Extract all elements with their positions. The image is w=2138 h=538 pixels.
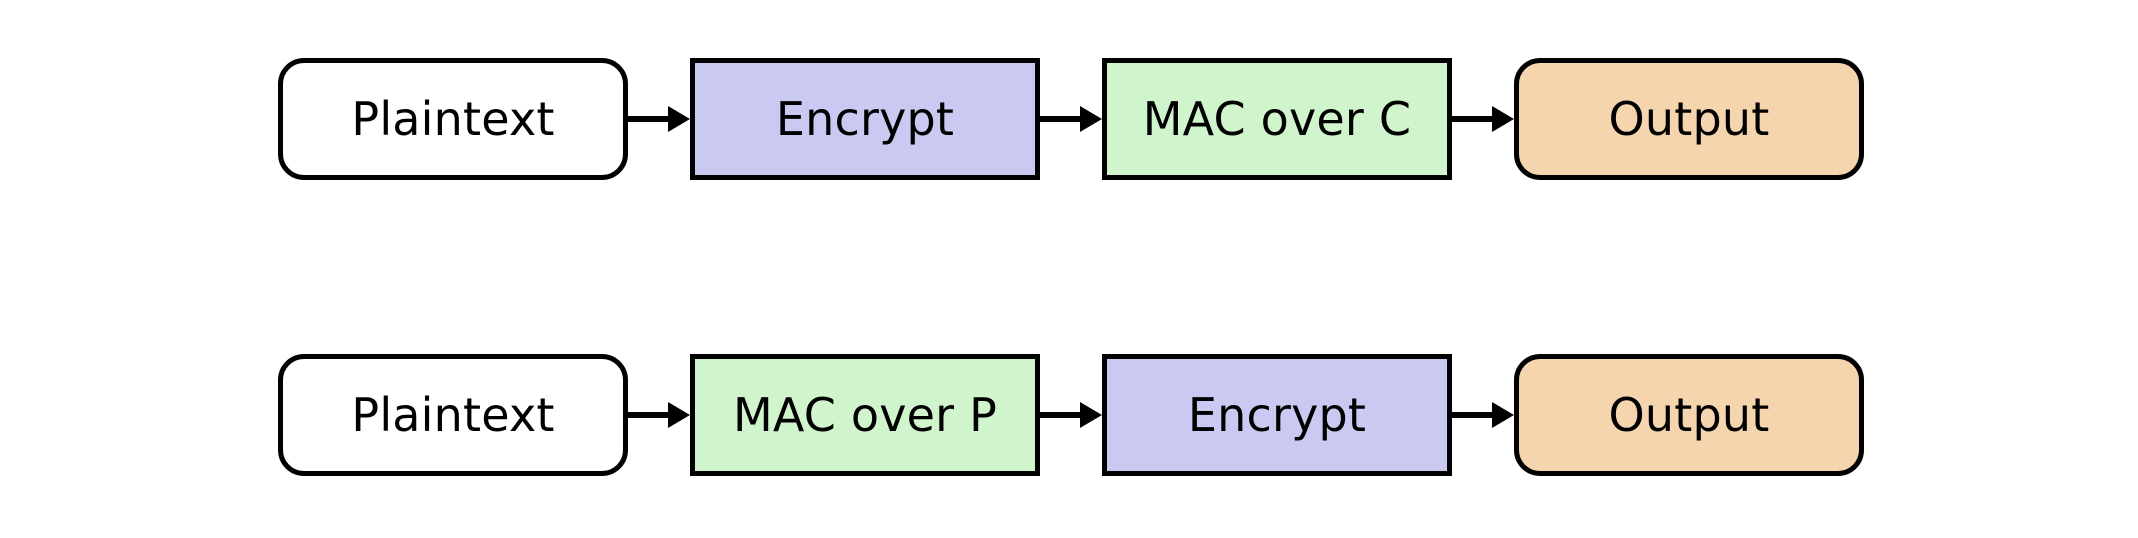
node-plaintext[interactable]: Plaintext — [278, 58, 628, 180]
node-mac[interactable]: MAC over P — [690, 354, 1040, 476]
arrow-right-icon — [1452, 106, 1514, 132]
arrow-head — [668, 106, 690, 132]
arrow-head — [1492, 106, 1514, 132]
arrow-right-icon — [1040, 106, 1102, 132]
arrow-head — [668, 402, 690, 428]
node-label: MAC over P — [732, 388, 998, 442]
arrow-head — [1080, 402, 1102, 428]
arrow-shaft — [1040, 116, 1084, 122]
node-output[interactable]: Output — [1514, 354, 1864, 476]
node-label: Plaintext — [351, 92, 555, 146]
arrow-shaft — [1040, 412, 1084, 418]
node-label: Plaintext — [351, 388, 555, 442]
node-label: Encrypt — [1187, 388, 1367, 442]
node-label: Output — [1608, 388, 1770, 442]
arrow-right-icon — [1040, 402, 1102, 428]
arrow-shaft — [1452, 116, 1496, 122]
arrow-shaft — [628, 116, 672, 122]
pipeline-row-encrypt-then-mac: Plaintext Encrypt MAC over C Output — [0, 58, 2138, 180]
node-encrypt[interactable]: Encrypt — [1102, 354, 1452, 476]
arrow-shaft — [1452, 412, 1496, 418]
node-output[interactable]: Output — [1514, 58, 1864, 180]
node-plaintext[interactable]: Plaintext — [278, 354, 628, 476]
node-encrypt[interactable]: Encrypt — [690, 58, 1040, 180]
arrow-head — [1492, 402, 1514, 428]
arrow-right-icon — [1452, 402, 1514, 428]
pipeline-track: Plaintext Encrypt MAC over C Output — [278, 58, 1864, 180]
arrow-shaft — [628, 412, 672, 418]
pipeline-row-mac-then-encrypt: Plaintext MAC over P Encrypt Output — [0, 354, 2138, 476]
node-mac[interactable]: MAC over C — [1102, 58, 1452, 180]
arrow-right-icon — [628, 402, 690, 428]
node-label: Encrypt — [775, 92, 955, 146]
arrow-right-icon — [628, 106, 690, 132]
node-label: MAC over C — [1142, 92, 1412, 146]
node-label: Output — [1608, 92, 1770, 146]
pipeline-track: Plaintext MAC over P Encrypt Output — [278, 354, 1864, 476]
arrow-head — [1080, 106, 1102, 132]
